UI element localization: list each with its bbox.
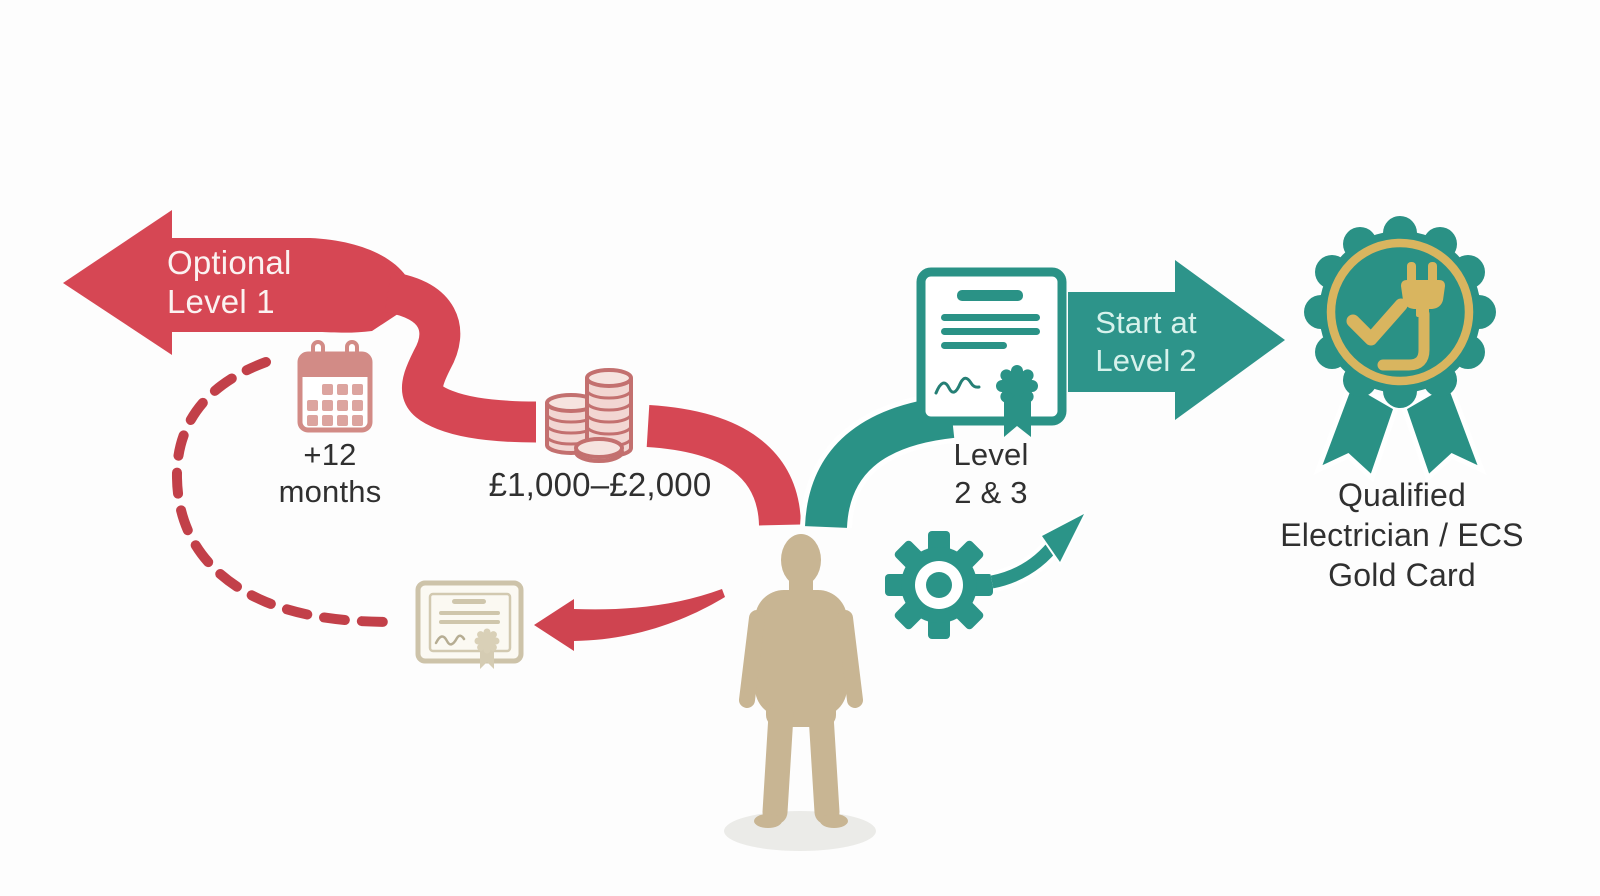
dashed-path-icon xyxy=(171,357,402,627)
check-icon xyxy=(1346,298,1408,346)
person-icon xyxy=(724,534,876,851)
up-right-arrow-icon xyxy=(989,509,1089,593)
plus-12-months-label: +12 months xyxy=(278,437,382,509)
diploma-icon xyxy=(916,267,1067,437)
qualified-electrician-label: Qualified Electrician / ECS Gold Card xyxy=(1280,477,1524,593)
certificate-icon xyxy=(415,580,524,669)
cost-range-label: £1,000–£2,000 xyxy=(488,466,712,503)
coins-icon xyxy=(545,368,633,463)
red-left-arrow-icon xyxy=(63,210,537,443)
plug-icon xyxy=(1377,262,1445,371)
gear-icon xyxy=(885,531,993,639)
rosette-badge-icon xyxy=(1304,216,1496,483)
start-level2-arrow-icon xyxy=(1068,260,1285,420)
level-2-3-label: Level 2 & 3 xyxy=(953,437,1029,510)
calendar-icon xyxy=(297,340,373,433)
red-path-segment xyxy=(646,405,801,527)
gold-ring xyxy=(1326,238,1474,386)
curved-left-arrow-icon xyxy=(534,589,725,651)
optional-level1-label: Optional Level 1 xyxy=(167,244,292,320)
start-at-level2-label: Start at Level 2 xyxy=(1095,305,1197,378)
